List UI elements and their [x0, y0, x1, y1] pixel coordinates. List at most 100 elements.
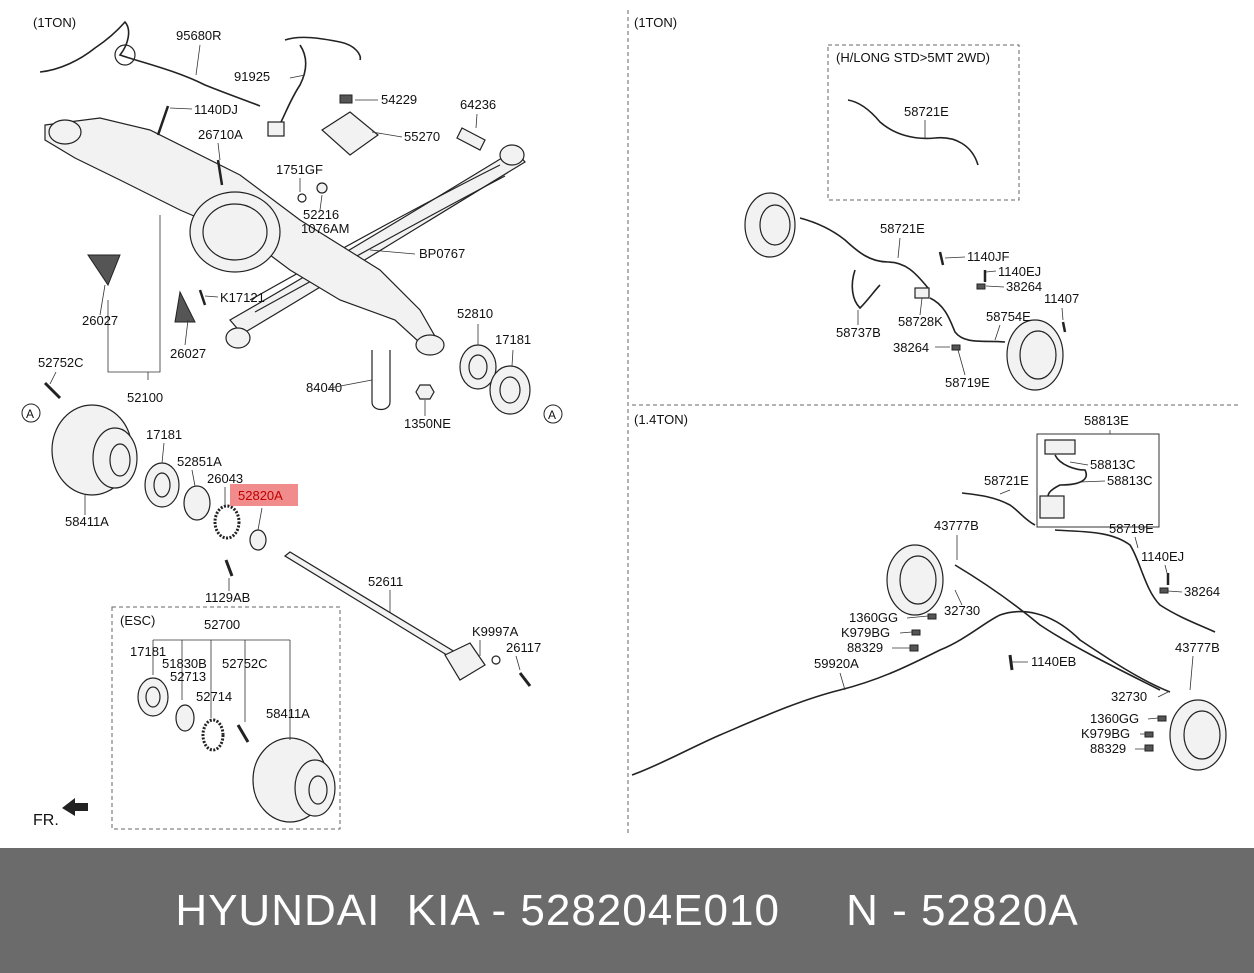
- label-64236: 64236: [460, 97, 496, 112]
- bolt-K17121: [198, 289, 207, 306]
- bearing-52810-inner: [468, 354, 488, 380]
- label-88329-b: 88329: [1090, 741, 1126, 756]
- section-title-hlong: (H/LONG STD>5MT 2WD): [836, 50, 990, 65]
- abs-sensor-head: [267, 121, 285, 137]
- label-32730-a: 32730: [944, 603, 980, 618]
- bushing: [456, 127, 486, 151]
- leaf-spring-layer2: [254, 175, 506, 313]
- label-1140EB: 1140EB: [1031, 654, 1076, 669]
- bracket-52100: [107, 215, 161, 380]
- label-43777B-a: 43777B: [934, 518, 979, 533]
- label-58737B: 58737B: [836, 325, 881, 340]
- spring-eye-front: [225, 327, 251, 349]
- label-32730-b: 32730: [1111, 689, 1147, 704]
- label-BP0767: BP0767: [419, 246, 465, 261]
- brake-drum-hub: [109, 443, 131, 477]
- brake-tube-58719E-1-4: [1054, 529, 1216, 633]
- clip-1360GG-b: [1157, 715, 1167, 722]
- bolt-1129AB: [224, 559, 234, 577]
- label-1140EJ-a: 1140EJ: [998, 264, 1041, 279]
- label-59920A: 59920A: [814, 656, 859, 671]
- marker-A-left: [21, 403, 41, 423]
- clip-38264-a: [976, 283, 986, 290]
- label-11407: 11407: [1044, 291, 1079, 306]
- front-arrow-icon: [62, 798, 88, 816]
- label-58721E-b: 58721E: [880, 221, 925, 236]
- label-52100: 52100: [127, 390, 163, 405]
- label-58813E: 58813E: [1084, 413, 1129, 428]
- label-52700: 52700: [204, 617, 240, 632]
- label-58719E-b: 58719E: [1109, 521, 1154, 536]
- label-88329-a: 88329: [847, 640, 883, 655]
- hose-58813C: [1047, 454, 1087, 501]
- leaders-left: [49, 44, 521, 671]
- bolt-1140DJ: [156, 105, 170, 136]
- label-26117: 26117: [506, 640, 541, 655]
- label-1140EJ-b: 1140EJ: [1141, 549, 1184, 564]
- brake-tube-58719E: [929, 297, 1006, 343]
- label-43777B-b: 43777B: [1175, 640, 1220, 655]
- seal-52851A: [183, 485, 211, 521]
- parking-cable-59920A-upper: [954, 564, 1161, 691]
- bearing-17181-right-inner: [499, 376, 521, 404]
- label-26027-a: 26027: [82, 313, 118, 328]
- abs-sensor-clip: [114, 44, 136, 66]
- esc-ring-52714: [201, 718, 225, 752]
- section-title-left-1ton: (1TON): [33, 15, 76, 30]
- label-58728K: 58728K: [898, 314, 943, 329]
- label-1140DJ: 1140DJ: [194, 102, 238, 117]
- label-1140JF: 1140JF: [967, 249, 1009, 264]
- front-label: FR.: [33, 812, 59, 829]
- parts-diagram: (1TON) (1TON) (H/LONG STD>5MT 2WD) (1.4T…: [21, 10, 1240, 835]
- label-52713: 52713: [170, 669, 206, 684]
- label-K979BG-a: K979BG: [841, 625, 890, 640]
- abs-sensor-wire: [277, 36, 362, 129]
- label-52752C-b: 52752C: [222, 656, 268, 671]
- esc-bearing-17181: [137, 677, 169, 717]
- brake-tube-58721E-inset: [847, 99, 979, 166]
- backing-plate-right: [1006, 319, 1064, 391]
- label-91925: 91925: [234, 69, 270, 84]
- marker-A-right: [543, 404, 563, 424]
- label-55270: 55270: [404, 129, 440, 144]
- esc-bolt-52752C: [236, 724, 250, 743]
- washer-K9997A: [491, 655, 501, 665]
- label-1360GG-b: 1360GG: [1090, 711, 1139, 726]
- label-54229: 54229: [381, 92, 417, 107]
- clip-88329-b: [1144, 744, 1154, 752]
- section-title-esc: (ESC): [120, 613, 155, 628]
- label-58721E-a: 58721E: [904, 104, 949, 119]
- backing-plate-1-4-left: [886, 544, 944, 616]
- label-26710A: 26710A: [198, 127, 243, 142]
- backing-plate-left: [744, 192, 796, 258]
- inset-box-58813E: [1036, 433, 1160, 528]
- bearing-17181-left: [144, 462, 180, 508]
- axle-shaft-flange: [444, 642, 486, 681]
- bolt-26710A: [216, 159, 224, 186]
- label-52752C: 52752C: [38, 355, 84, 370]
- bolt-52752C: [43, 381, 62, 400]
- label-17181-a: 17181: [495, 332, 531, 347]
- label-1076AM: 1076AM: [301, 221, 349, 236]
- label-58411A-a: 58411A: [65, 514, 109, 529]
- section-title-right-1ton: (1TON): [634, 15, 677, 30]
- label-1129AB: 1129AB: [205, 590, 250, 605]
- label-17181-b: 17181: [146, 427, 182, 442]
- esc-seal-52713: [175, 704, 195, 732]
- inset-box-hlong: [827, 44, 1020, 201]
- bump-stopper: [321, 111, 379, 156]
- bolt-1140JF: [938, 251, 945, 266]
- label-58719E-a: 58719E: [945, 375, 990, 390]
- backing-plate-left-inner: [759, 204, 791, 246]
- label-58411A-b: 58411A: [266, 706, 310, 721]
- nut-1350NE: [415, 384, 435, 400]
- label-84040: 84040: [306, 380, 342, 395]
- seal-52820A: [249, 529, 267, 551]
- clip-1360GG-a: [927, 613, 937, 620]
- leaf-spring-layer: [249, 164, 501, 301]
- label-52611: 52611: [368, 574, 403, 589]
- clip-38264-c: [1159, 587, 1169, 594]
- clip-K979BG-b: [1144, 731, 1154, 738]
- label-1350NE: 1350NE: [404, 416, 451, 431]
- marker-A-left-label: A: [26, 407, 34, 421]
